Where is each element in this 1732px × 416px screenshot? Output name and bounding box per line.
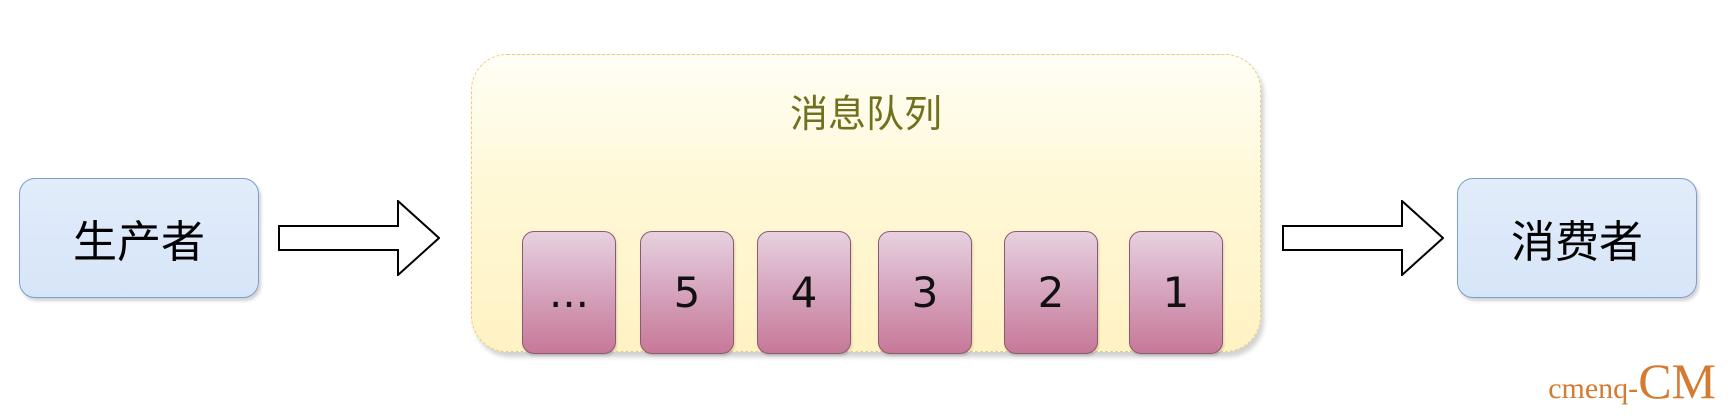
arrow-right-icon — [278, 200, 440, 276]
watermark-prefix: cmenq- — [1548, 372, 1639, 405]
producer-label: 生产者 — [73, 217, 205, 268]
queue-slot-label: 2 — [1037, 268, 1065, 317]
queue-slot: 1 — [1129, 231, 1223, 354]
queue-slot: 2 — [1004, 231, 1098, 354]
queue-slot-label: 4 — [790, 268, 818, 317]
queue-slot-label: 1 — [1162, 268, 1190, 317]
queue-slot: 5 — [640, 231, 734, 354]
queue-slot-label: 5 — [673, 268, 701, 317]
producer-node: 生产者 — [19, 178, 259, 298]
watermark: cmenq-CM — [1548, 356, 1716, 406]
arrow-right-icon — [1282, 200, 1444, 276]
queue-slot: 4 — [757, 231, 851, 354]
message-queue-container: 消息队列 ... 5 4 3 2 1 — [471, 54, 1261, 354]
watermark-suffix: CM — [1638, 353, 1716, 409]
queue-slot-label: 3 — [911, 268, 939, 317]
consumer-node: 消费者 — [1457, 178, 1697, 298]
queue-slot: ... — [522, 231, 616, 354]
queue-slot-label: ... — [548, 268, 590, 317]
consumer-label: 消费者 — [1511, 217, 1643, 268]
queue-slot: 3 — [878, 231, 972, 354]
queue-title: 消息队列 — [789, 92, 942, 136]
